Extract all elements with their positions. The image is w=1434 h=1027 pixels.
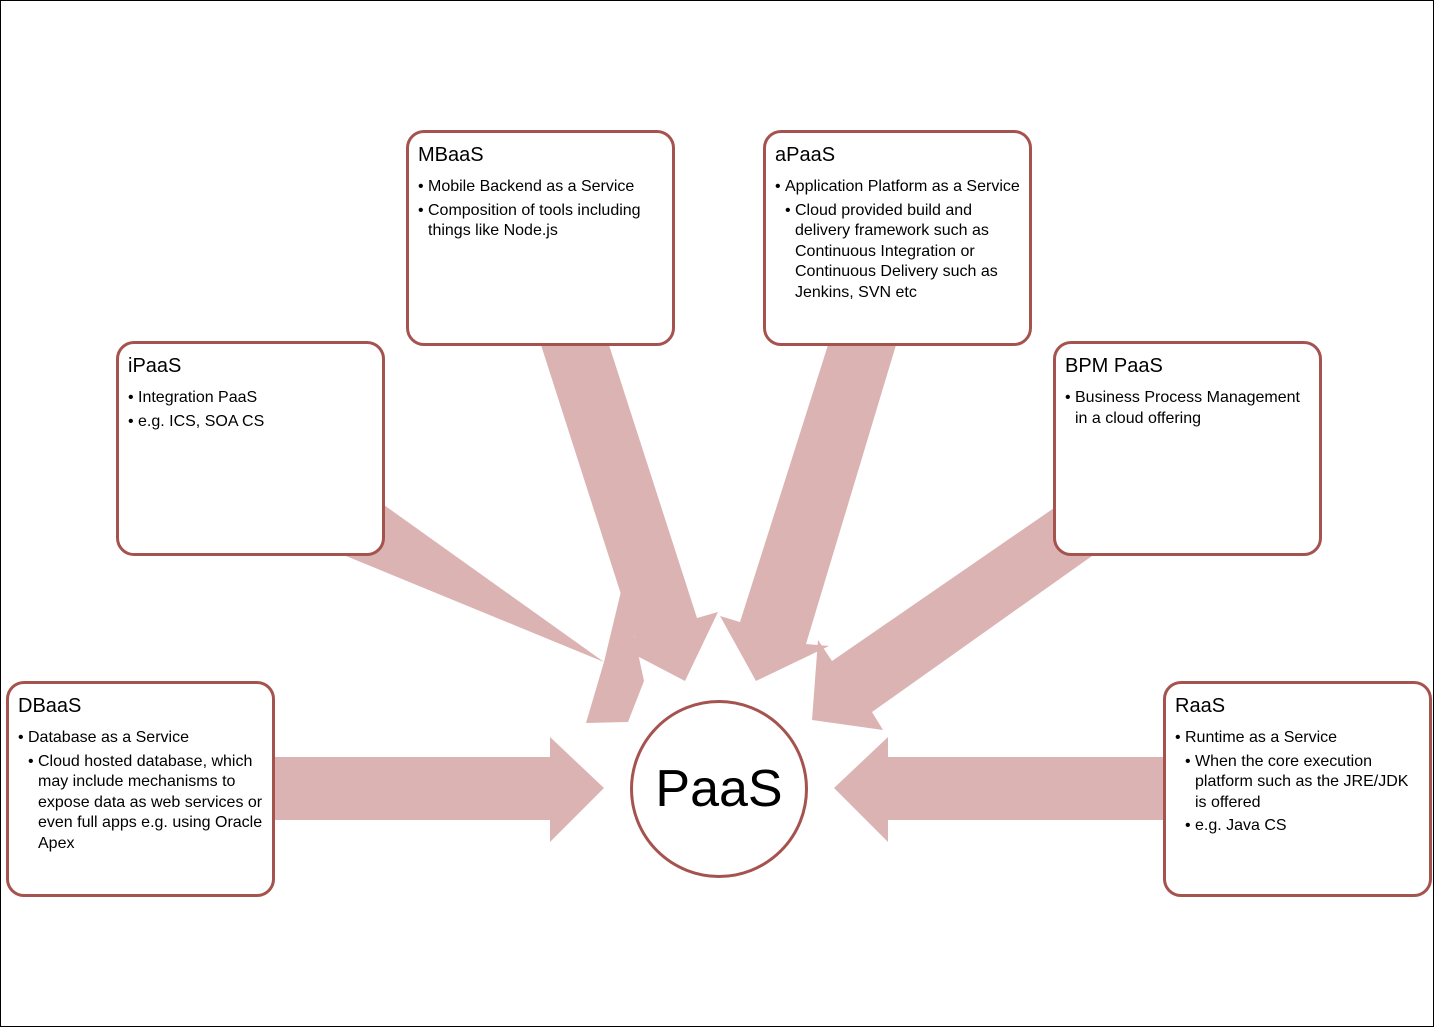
bullet-item: Integration PaaS: [128, 388, 374, 409]
bullet-item: Composition of tools including things li…: [418, 201, 664, 242]
center-label: PaaS: [655, 760, 783, 818]
box-title: DBaaS: [18, 695, 82, 717]
arrow-raas-to-paas: [834, 737, 1164, 842]
bullet-item: Runtime as a Service: [1175, 728, 1421, 749]
box-bpm-paas: BPM PaaS Business Process Management in …: [1053, 341, 1322, 556]
box-title: RaaS: [1175, 695, 1226, 717]
box-raas: RaaS Runtime as a Service When the core …: [1163, 681, 1432, 897]
sub-bullet-item: e.g. Java CS: [1185, 816, 1421, 837]
box-title: BPM PaaS: [1065, 355, 1163, 377]
box-title: iPaaS: [128, 355, 182, 377]
bullet-item: Mobile Backend as a Service: [418, 177, 664, 198]
bullet-list: Mobile Backend as a Service Composition …: [418, 177, 664, 242]
box-dbaas: DBaaS Database as a Service Cloud hosted…: [6, 681, 275, 897]
arrow-bpm-to-paas: [812, 508, 1092, 730]
arrow-apaas-to-paas: [720, 345, 896, 681]
box-title: MBaaS: [418, 144, 484, 166]
arrow-dbaas-to-paas: [274, 737, 604, 842]
arrow-mbaas-to-paas: [541, 345, 718, 681]
bullet-list: Business Process Management in a cloud o…: [1065, 388, 1311, 429]
sub-bullet-item: When the core execution platform such as…: [1185, 752, 1421, 814]
arrow-ipaas-to-paas: [346, 505, 644, 723]
box-apaas: aPaaS Application Platform as a Service …: [763, 130, 1032, 346]
bullet-list: Application Platform as a Service Cloud …: [775, 177, 1021, 303]
box-mbaas: MBaaS Mobile Backend as a Service Compos…: [406, 130, 675, 346]
sub-bullet-item: Cloud provided build and delivery framew…: [785, 201, 1021, 304]
bullet-list: Runtime as a Service When the core execu…: [1175, 728, 1421, 837]
bullet-item: e.g. ICS, SOA CS: [128, 412, 374, 433]
bullet-list: Database as a Service Cloud hosted datab…: [18, 728, 264, 854]
box-title: aPaaS: [775, 144, 836, 166]
bullet-item: Database as a Service: [18, 728, 264, 749]
bullet-list: Integration PaaS e.g. ICS, SOA CS: [128, 388, 374, 432]
bullet-item: Application Platform as a Service: [775, 177, 1021, 198]
sub-bullet-item: Cloud hosted database, which may include…: [28, 752, 264, 855]
bullet-item: Business Process Management in a cloud o…: [1065, 388, 1311, 429]
box-ipaas: iPaaS Integration PaaS e.g. ICS, SOA CS: [116, 341, 385, 556]
center-paas-circle: PaaS: [630, 700, 808, 878]
